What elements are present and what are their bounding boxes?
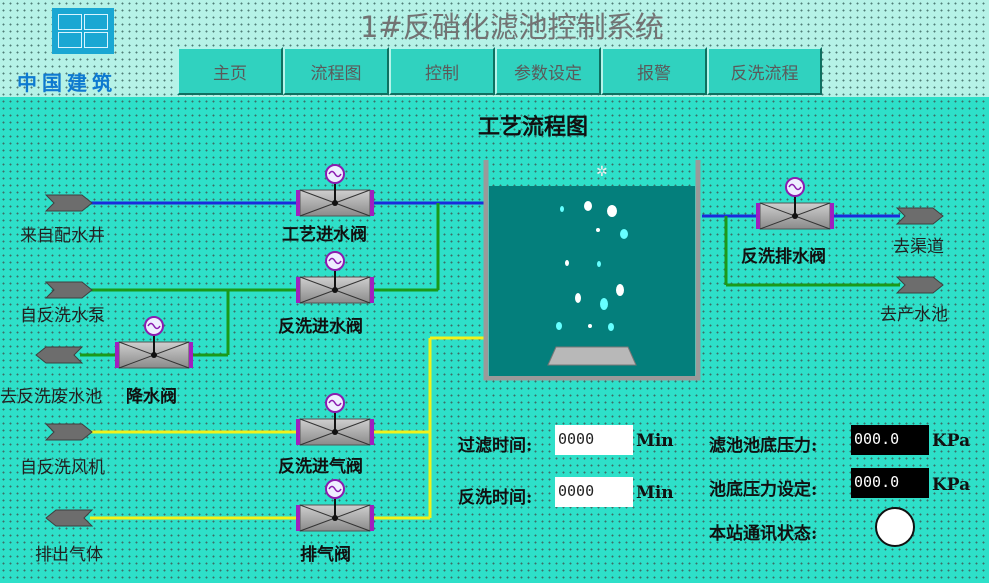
dest-label-channel: 去渠道 [893,237,944,257]
valve-label-process-inlet: 工艺进水阀 [282,225,367,245]
page-heading: 工艺流程图 [478,114,589,140]
air-inlet-valve[interactable] [295,393,375,446]
dest-label-exhaust: 排出气体 [35,545,103,565]
exhaust-valve[interactable] [295,479,375,532]
filter-time-label: 过滤时间: [458,436,533,456]
valve-label-air-inlet: 反洗进气阀 [278,457,363,477]
air-bubbles [556,201,628,331]
filter-time-field[interactable]: 0000 [555,425,633,455]
filter-tank [483,160,701,381]
comm-status-indicator [875,507,915,547]
agitator-icon: ✲ [596,164,608,180]
logo-text: 中国建筑 [17,71,117,95]
pressure-setpoint-unit: KPa [932,475,971,495]
pressure-setpoint-field[interactable]: 000.0 [851,468,929,498]
bottom-pressure-label: 滤池池底压力: [709,436,818,456]
backwash-drain-valve[interactable] [755,177,835,230]
source-label-backwash-pump: 自反洗水泵 [20,306,105,326]
nav-flowchart-button[interactable]: 流程图 [283,47,389,95]
main-nav: 主页 流程图 控制 参数设定 报警 反洗流程 [177,47,822,95]
inlet-arrow-icon [45,194,93,212]
pressure-setpoint-label: 池底压力设定: [709,480,818,500]
valve-label-drain: 降水阀 [126,387,177,407]
comm-status-label: 本站通讯状态: [709,524,818,544]
backwash-time-field[interactable]: 0000 [555,477,633,507]
company-logo [52,8,114,54]
filter-time-unit: Min [636,431,674,451]
process-inlet-valve[interactable] [295,164,375,217]
channel-outlet-arrow-icon [896,207,944,225]
source-label-backwash-fan: 自反洗风机 [20,458,105,478]
dest-label-product-pool: 去产水池 [880,305,948,325]
exhaust-outlet-arrow-icon [45,509,93,527]
bottom-pressure-unit: KPa [932,431,971,451]
nav-parameters-button[interactable]: 参数设定 [495,47,601,95]
drain-valve[interactable] [114,316,194,369]
waste-outlet-arrow-icon [35,346,83,364]
nav-home-button[interactable]: 主页 [177,47,283,95]
backwash-pump-arrow-icon [45,281,93,299]
nav-alarm-button[interactable]: 报警 [601,47,707,95]
backwash-time-unit: Min [636,483,674,503]
backwash-inlet-valve[interactable] [295,251,375,304]
valve-label-exhaust: 排气阀 [300,545,351,565]
app-title: 1#反硝化滤池控制系统 [360,10,664,44]
source-label-inlet-well: 来自配水井 [20,226,105,246]
backwash-time-label: 反洗时间: [458,488,533,508]
nav-control-button[interactable]: 控制 [389,47,495,95]
valve-label-backwash-drain: 反洗排水阀 [741,247,826,267]
fan-arrow-icon [45,423,93,441]
product-outlet-arrow-icon [896,276,944,294]
nav-backwash-flow-button[interactable]: 反洗流程 [707,47,822,95]
bottom-pressure-display: 000.0 [851,425,929,455]
valve-label-backwash-inlet: 反洗进水阀 [278,317,363,337]
dest-label-waste-pool: 去反洗废水池 [0,387,102,407]
